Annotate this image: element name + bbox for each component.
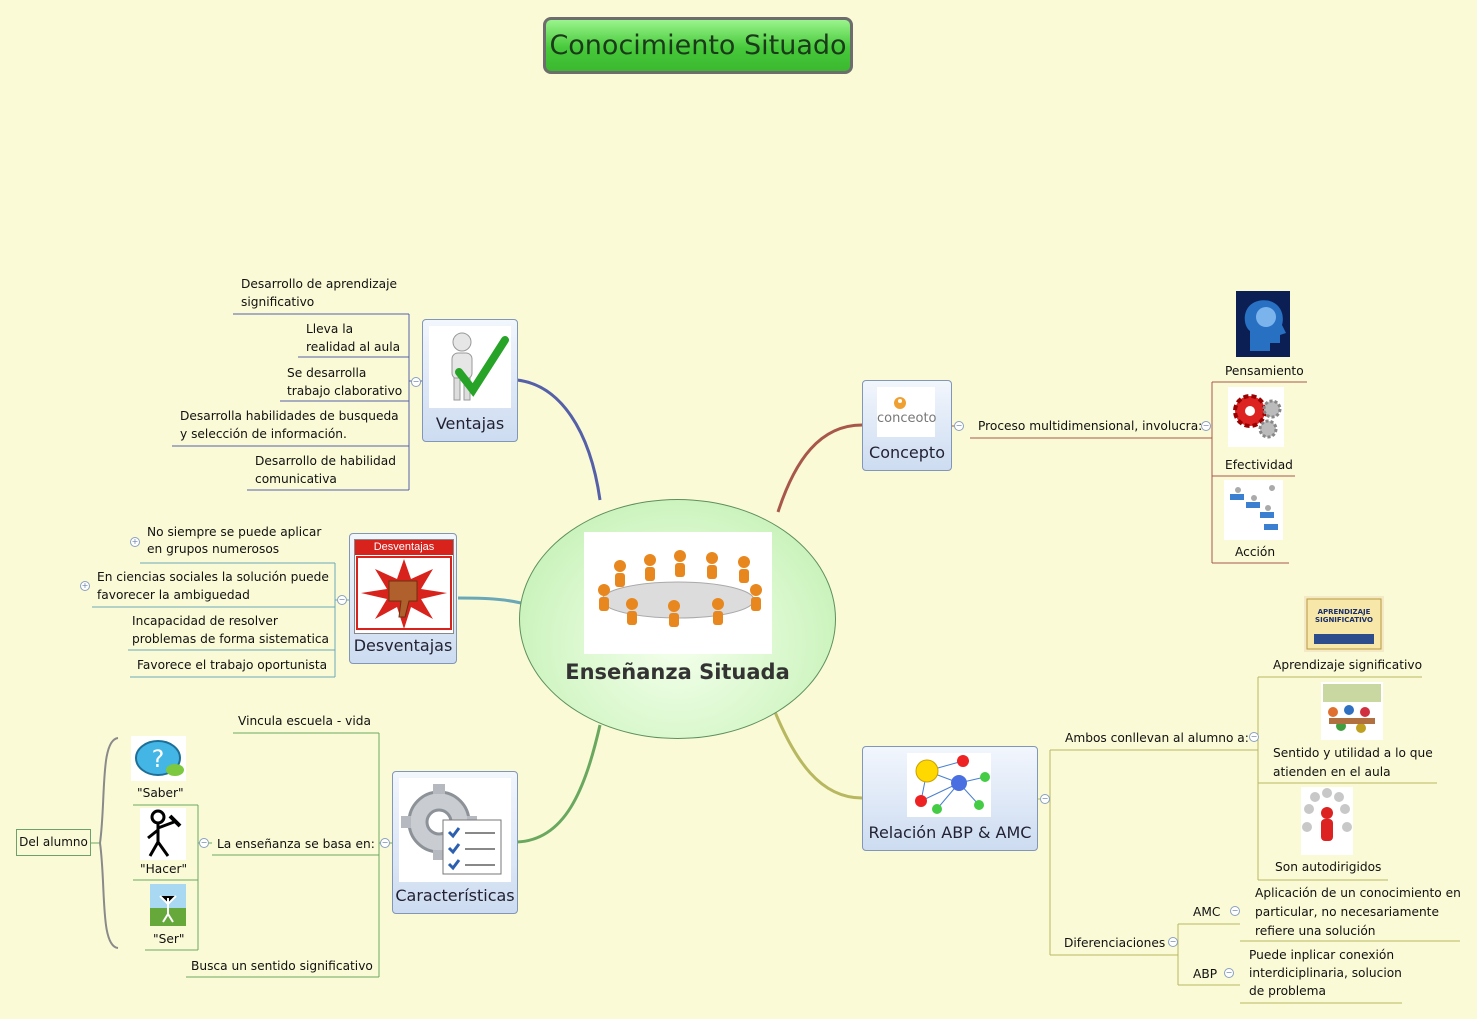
central-topic[interactable]: Enseñanza Situada <box>519 499 836 739</box>
expand-item-icon[interactable]: + <box>130 537 140 547</box>
ventajas-item[interactable]: Lleva la realidad al aula <box>306 322 401 354</box>
collapse-caracteristicas-icon[interactable]: − <box>380 838 390 848</box>
collapse-relacion-icon[interactable]: − <box>1040 794 1050 804</box>
ser-label[interactable]: "Ser" <box>153 932 185 946</box>
meeting-table-image <box>584 532 772 654</box>
saber-label[interactable]: "Saber" <box>137 786 184 800</box>
amc-label[interactable]: AMC <box>1193 905 1221 919</box>
abp-text[interactable]: Puede inplicar conexión interdiciplinari… <box>1249 948 1402 998</box>
collapse-diferenciaciones-icon[interactable]: − <box>1168 937 1178 947</box>
expand-item-icon[interactable]: + <box>80 581 90 591</box>
collapse-ambos-icon[interactable]: − <box>1249 732 1259 742</box>
concepto-logo-icon: conceoto <box>877 387 937 437</box>
del-alumno-box[interactable]: Del alumno <box>16 829 91 856</box>
ambos-item[interactable]: Aprendizaje significativo <box>1273 658 1423 672</box>
collapse-concepto-icon[interactable]: − <box>954 421 964 431</box>
brain-head-icon <box>1236 291 1290 357</box>
ventajas-label: Ventajas <box>435 414 505 433</box>
caracteristicas-label: Características <box>395 886 515 905</box>
ventajas-item[interactable]: Desarrollo de aprendizaje significativo <box>241 277 397 309</box>
collapse-abp-icon[interactable]: − <box>1224 968 1234 978</box>
caracteristicas-item[interactable]: La enseñanza se basa en: <box>217 837 375 851</box>
desventajas-item[interactable]: Favorece el trabajo oportunista <box>137 658 328 672</box>
desventajas-item[interactable]: No siempre se puede aplicar en grupos nu… <box>147 525 322 556</box>
nature-person-icon <box>150 884 186 926</box>
amc-text[interactable]: Aplicación de un conocimiento en particu… <box>1255 886 1461 938</box>
concepto-item[interactable]: Acción <box>1235 545 1276 559</box>
ventajas-node[interactable]: Ventajas <box>422 319 518 442</box>
proceso-text[interactable]: Proceso multidimensional, involucra: <box>978 419 1203 433</box>
relacion-label: Relación ABP & AMC <box>868 823 1032 842</box>
ventajas-item[interactable]: Desarrolla habilidades de busqueda y sel… <box>180 409 399 441</box>
collapse-desventajas-icon[interactable]: − <box>337 595 347 605</box>
ambos-item[interactable]: Son autodirigidos <box>1275 860 1382 874</box>
question-mark-icon: ? <box>131 736 186 781</box>
desventajas-item[interactable]: En ciencias sociales la solución puede f… <box>97 570 329 602</box>
checkmark-figure-icon <box>429 326 511 408</box>
puzzle-people-icon <box>1224 480 1283 540</box>
hacer-label[interactable]: "Hacer" <box>140 862 188 876</box>
classroom-icon <box>1321 682 1383 740</box>
ambos-text[interactable]: Ambos conllevan al alumno a: <box>1065 731 1249 745</box>
svg-text:?: ? <box>152 745 165 773</box>
concepto-item[interactable]: Pensamiento <box>1225 364 1304 378</box>
collapse-ventajas-icon[interactable]: − <box>411 377 421 387</box>
smileys-network-icon <box>907 753 991 817</box>
desventajas-node[interactable]: Desventajas Desventajas <box>349 533 457 664</box>
gears-icon <box>1228 387 1284 447</box>
collapse-basa-icon[interactable]: − <box>199 838 209 848</box>
worker-icon <box>140 808 186 860</box>
map-title[interactable]: Conocimiento Situado <box>543 17 853 74</box>
leader-group-icon <box>1301 787 1353 855</box>
concepto-node[interactable]: conceoto Concepto <box>862 380 952 471</box>
central-topic-label: Enseñanza Situada <box>565 660 790 684</box>
concepto-item[interactable]: Efectividad <box>1225 458 1293 472</box>
gear-checklist-icon <box>399 778 511 882</box>
collapse-proceso-icon[interactable]: − <box>1201 421 1211 431</box>
caracteristicas-item[interactable]: Vincula escuela - vida <box>238 714 371 728</box>
caracteristicas-item[interactable]: Busca un sentido significativo <box>191 959 373 973</box>
ventajas-item[interactable]: Desarrollo de habilidad comunicativa <box>255 454 396 486</box>
abp-label[interactable]: ABP <box>1193 967 1218 981</box>
ambos-item[interactable]: Sentido y utilidad a lo que atienden en … <box>1273 746 1433 779</box>
desventajas-item[interactable]: Incapacidad de resolver problemas de for… <box>132 614 330 646</box>
thumbs-down-icon: Desventajas <box>354 539 454 634</box>
ventajas-item[interactable]: Se desarrolla trabajo claborativo <box>287 366 403 398</box>
relacion-node[interactable]: Relación ABP & AMC <box>862 746 1038 851</box>
concepto-label: Concepto <box>869 443 945 462</box>
book-cover-icon: APRENDIZAJE SIGNIFICATIVO <box>1304 596 1384 652</box>
collapse-amc-icon[interactable]: − <box>1230 906 1240 916</box>
caracteristicas-node[interactable]: Características <box>392 771 518 914</box>
diferenciaciones-text[interactable]: Diferenciaciones <box>1064 936 1166 950</box>
desventajas-label: Desventajas <box>353 636 453 655</box>
